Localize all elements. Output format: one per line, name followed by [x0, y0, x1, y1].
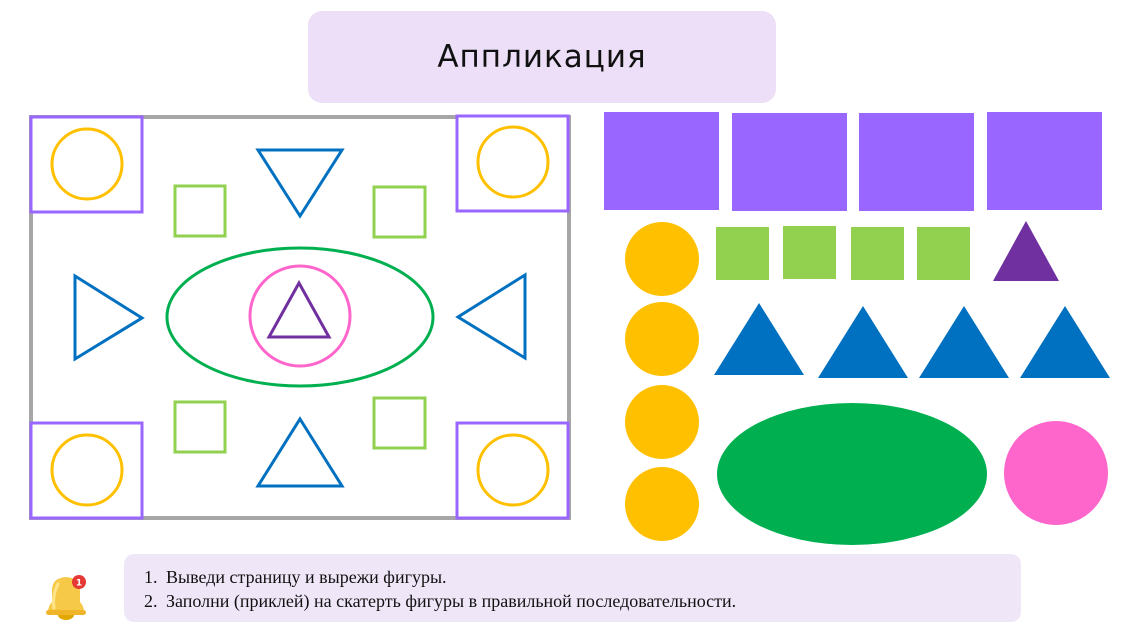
- notification-badge-count: 1: [76, 579, 82, 589]
- cutout-yellow-circle-1: [625, 222, 699, 296]
- cutout-yellow-circle-2: [625, 302, 699, 376]
- cutout-blue-triangle-1: [714, 303, 804, 375]
- cutout-green-square-3: [851, 227, 904, 280]
- outline-square-2: [372, 185, 427, 239]
- notification-badge: 1: [72, 575, 86, 589]
- corner-square-bottom-right: [455, 421, 570, 520]
- tablecloth-pattern: [29, 114, 571, 520]
- cutout-green-ellipse: [717, 403, 987, 545]
- cutout-yellow-circle-4: [625, 467, 699, 541]
- cutout-green-square-4: [917, 227, 970, 280]
- instructions-list: Выведи страницу и вырежи фигуры. Заполни…: [124, 565, 736, 613]
- bell-icon: 1: [46, 575, 86, 620]
- cutout-pink-circle: [1004, 421, 1108, 525]
- cutout-purple-square-3: [859, 113, 974, 211]
- instruction-item: Выведи страницу и вырежи фигуры.: [162, 565, 736, 589]
- cutout-blue-triangle-3: [919, 306, 1009, 378]
- outline-triangle-left: [73, 273, 145, 362]
- cutout-green-square-1: [716, 227, 769, 280]
- cutout-blue-triangle-2: [818, 306, 908, 378]
- cutout-shapes: [604, 112, 1110, 545]
- instruction-item: Заполни (приклей) на скатерть фигуры в п…: [162, 589, 736, 613]
- cutout-purple-triangle: [993, 221, 1059, 281]
- cutout-yellow-circle-3: [625, 385, 699, 459]
- title-banner: Аппликация: [308, 11, 776, 103]
- tablecloth-frame: [29, 115, 571, 520]
- cutout-purple-square-2: [732, 113, 847, 211]
- outline-triangle-center: [266, 279, 332, 339]
- outline-circle-center: [248, 264, 352, 368]
- outline-square-3: [173, 400, 227, 454]
- corner-square-bottom-left: [29, 421, 144, 520]
- cutout-purple-square-4: [987, 112, 1102, 210]
- outline-square-1: [173, 184, 227, 238]
- cutout-blue-triangle-4: [1020, 306, 1110, 378]
- corner-square-top-right: [455, 114, 570, 213]
- outline-triangle-bottom: [255, 416, 345, 488]
- outline-square-4: [372, 396, 427, 450]
- outline-ellipse-center: [165, 246, 435, 388]
- outline-triangle-right: [455, 272, 527, 361]
- corner-circle-top-left: [50, 127, 124, 201]
- page-title: Аппликация: [437, 39, 647, 75]
- cutout-purple-square-1: [604, 112, 719, 210]
- corner-circle-bottom-left: [50, 433, 124, 507]
- corner-circle-bottom-right: [476, 433, 550, 507]
- corner-square-top-left: [29, 115, 144, 214]
- outline-triangle-top: [255, 148, 345, 219]
- cutout-green-square-2: [783, 226, 836, 279]
- instructions-panel: Выведи страницу и вырежи фигуры. Заполни…: [124, 554, 1021, 622]
- corner-circle-top-right: [476, 125, 550, 199]
